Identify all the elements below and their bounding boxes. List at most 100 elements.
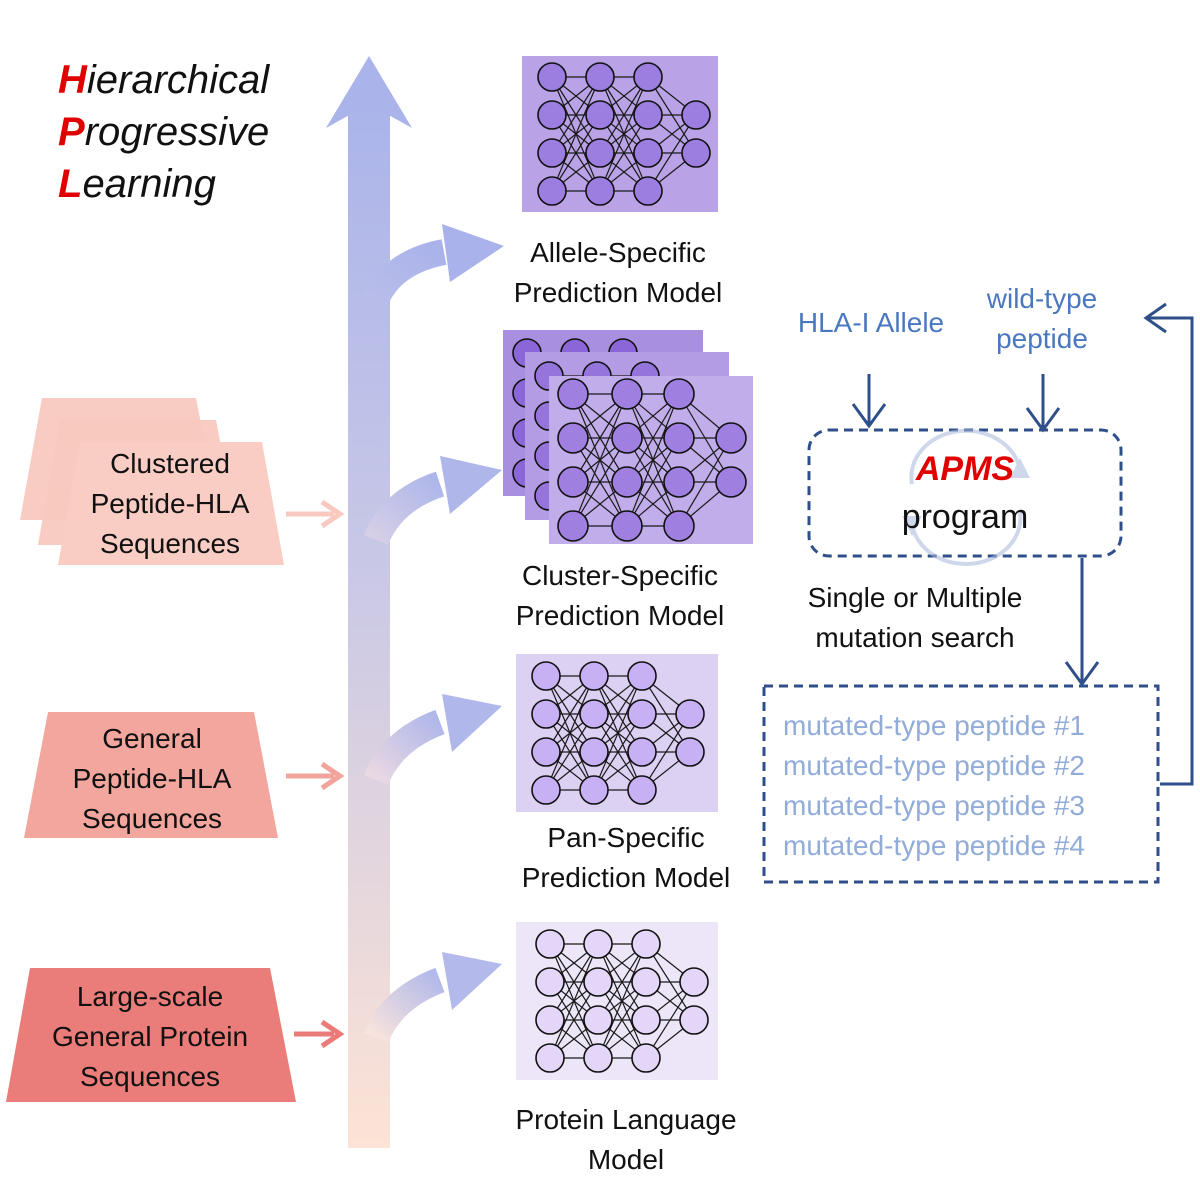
- title-line-hierarchical: Hierarchical: [58, 58, 270, 102]
- network-node: [663, 422, 695, 454]
- network-node: [535, 1043, 565, 1073]
- network-edge: [545, 713, 595, 791]
- network-node: [633, 62, 663, 92]
- network-edge: [626, 393, 680, 527]
- network-node: [681, 138, 711, 168]
- network-node: [675, 699, 705, 729]
- network-node: [579, 699, 609, 729]
- network-edge: [593, 713, 643, 791]
- title-line-progressive: Progressive: [58, 110, 270, 154]
- network-node: [611, 466, 643, 498]
- network-node: [579, 737, 609, 767]
- network-node: [679, 967, 709, 997]
- protein-language-network: [516, 922, 718, 1080]
- network-node: [715, 466, 747, 498]
- mutated-peptide-4: mutated-type peptide #4: [783, 830, 1085, 861]
- pan-specific-network: [516, 654, 718, 812]
- network-node: [627, 775, 657, 805]
- input-arrow-general: [286, 761, 345, 791]
- allele-specific-network: [522, 56, 718, 212]
- input-arrow-clustered: [286, 499, 345, 529]
- mutated-peptide-1: mutated-type peptide #1: [783, 710, 1085, 741]
- network-node: [631, 1043, 661, 1073]
- network-node: [579, 661, 609, 691]
- network-node: [583, 1043, 613, 1073]
- network-node: [681, 100, 711, 130]
- branch-arrow-allele: [364, 224, 504, 306]
- network-node: [535, 1005, 565, 1035]
- network-edge: [647, 114, 697, 192]
- network-node: [663, 466, 695, 498]
- network-edge: [597, 981, 647, 1059]
- apms-program-label: program: [901, 498, 1029, 536]
- network-node: [633, 176, 663, 206]
- network-node: [579, 775, 609, 805]
- main-progress-arrow: [326, 56, 412, 1148]
- network-edge: [549, 943, 599, 1021]
- network-node: [627, 699, 657, 729]
- network-node: [537, 100, 567, 130]
- network-node: [583, 967, 613, 997]
- network-node: [627, 661, 657, 691]
- network-node: [679, 1005, 709, 1035]
- network-edge: [572, 437, 628, 527]
- cluster-specific-networks: [503, 330, 753, 544]
- network-node: [585, 176, 615, 206]
- mutated-peptide-2: mutated-type peptide #2: [783, 750, 1085, 781]
- title-line-learning: Learning: [58, 162, 216, 206]
- input-stack-clustered: [20, 398, 284, 565]
- network-edge: [593, 675, 643, 791]
- network-node: [631, 967, 661, 997]
- network-edge: [599, 76, 649, 192]
- refresh-icon: [902, 428, 1030, 567]
- network-edge: [593, 675, 643, 753]
- network-node: [531, 661, 561, 691]
- network-node: [535, 967, 565, 997]
- network-edge: [572, 393, 628, 483]
- network-node: [663, 510, 695, 542]
- branch-arrow-cluster: [363, 456, 502, 546]
- network-edge: [551, 114, 601, 192]
- network-node: [611, 378, 643, 410]
- network-edge: [645, 981, 695, 1059]
- network-node: [583, 929, 613, 959]
- branch-arrow-plm: [363, 952, 502, 1044]
- network-node: [537, 62, 567, 92]
- network-node: [585, 100, 615, 130]
- network-node: [611, 422, 643, 454]
- network-edge: [549, 943, 599, 1059]
- input-arrow-large: [294, 1019, 345, 1049]
- network-node: [585, 138, 615, 168]
- network-node: [537, 176, 567, 206]
- network-edge: [551, 76, 601, 192]
- network-edge: [545, 675, 595, 791]
- network-node: [531, 699, 561, 729]
- network-node: [531, 737, 561, 767]
- network-node: [627, 737, 657, 767]
- network-edge: [641, 713, 691, 791]
- network-edge: [626, 393, 680, 483]
- network-node: [537, 138, 567, 168]
- network-node: [631, 929, 661, 959]
- mutated-peptide-3: mutated-type peptide #3: [783, 790, 1085, 821]
- network-node: [675, 737, 705, 767]
- network-node: [631, 1005, 661, 1035]
- network-node: [557, 378, 589, 410]
- network-node: [557, 466, 589, 498]
- apms-flow-graphics: [762, 302, 1194, 884]
- network-edge: [597, 943, 647, 1059]
- network-node: [535, 929, 565, 959]
- network-node: [557, 510, 589, 542]
- network-node: [531, 775, 561, 805]
- network-node: [633, 100, 663, 130]
- network-node: [663, 378, 695, 410]
- network-edge: [551, 76, 601, 154]
- network-edge: [626, 437, 680, 527]
